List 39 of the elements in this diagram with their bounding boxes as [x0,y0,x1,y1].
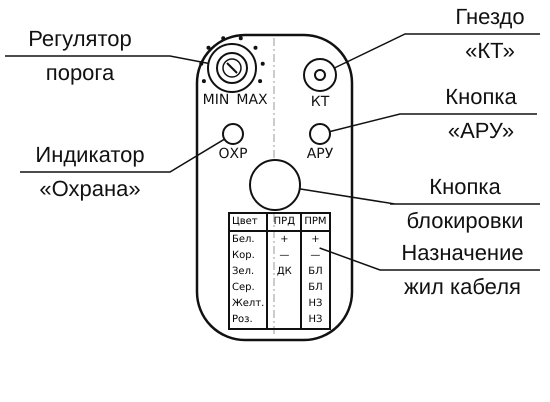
table-text: БЛ [308,265,323,279]
panel-marking: КТ [310,94,330,110]
callout-label: Назначение жил кабеля [385,236,540,304]
column-header: Цвет [232,215,258,229]
panel-marking: АРУ [306,146,334,162]
panel-marking: ОХР [218,146,248,162]
callout-label: Регулятор порога [5,22,155,90]
column-header: ПРМ [304,215,327,229]
threshold-knob [199,36,265,93]
callout-label: Индикатор «Охрана» [20,138,160,206]
panel-marking: MIN [202,92,230,108]
leader-line [330,113,537,132]
test-socket [303,58,337,92]
table-text: Роз. [232,313,253,327]
push-button [309,123,331,145]
lock-button [249,159,301,211]
table-text: НЗ [308,297,322,311]
table-text: ДК [276,265,292,279]
leader-line [20,138,225,173]
table-text: Зел. [232,265,254,279]
table-text: + [280,233,289,247]
table-text: БЛ [308,281,323,295]
table-text: — [279,249,290,263]
leader-line [334,33,540,69]
column-header: ПРД [274,215,296,229]
callout-label: Кнопка «АРУ» [425,80,537,148]
table-text: — [310,249,320,263]
callout-label: Кнопка блокировки [390,170,540,238]
leader-line [319,247,540,271]
table-text: + [311,232,320,248]
callout-label: Гнездо «КТ» [440,0,540,68]
panel-marking: MAX [236,92,268,108]
table-text: Сер. [232,281,255,295]
table-text: Кор. [232,249,255,263]
indicator-lamp [222,123,244,145]
leader-line [300,188,540,205]
table-text: Желт. [232,297,264,311]
table-text: Бел. [232,233,255,247]
table-text: НЗ [308,313,322,327]
